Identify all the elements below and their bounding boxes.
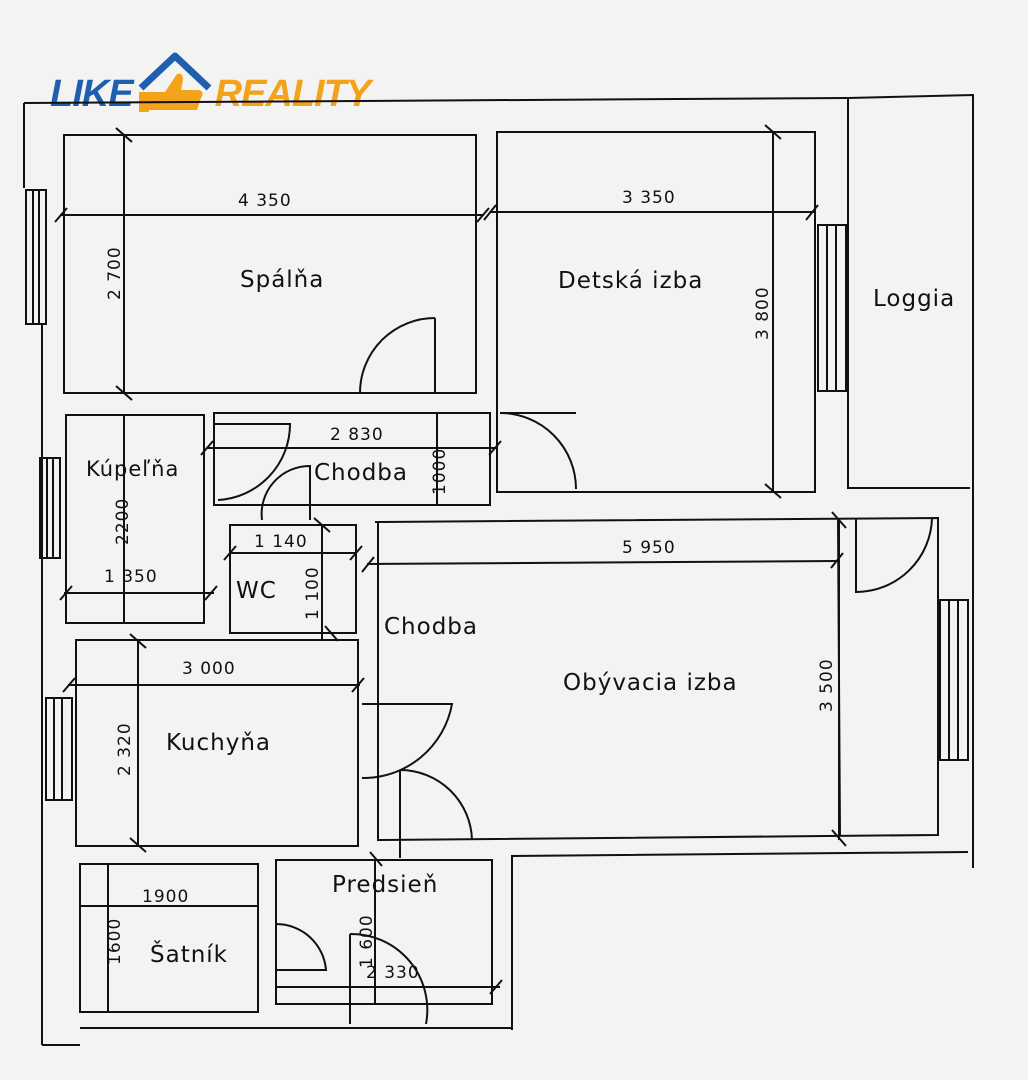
dim-kuchyna-height: 2 320 (115, 722, 135, 776)
room-chodba-top (213, 412, 491, 506)
label-spalna: Spálňa (240, 267, 324, 293)
label-kupelna: Kúpeľňa (86, 457, 179, 481)
dim-chodba-height: 1000 (430, 448, 450, 495)
dim-spalna-width: 4 350 (238, 191, 292, 211)
label-kuchyna: Kuchyňa (166, 730, 271, 756)
label-wc: WC (236, 578, 277, 604)
dim-predsien-width: 2 330 (366, 963, 420, 983)
label-obyvacia-izba: Obývacia izba (563, 670, 738, 696)
logo-text-like: LIKE (50, 73, 134, 115)
room-wc (229, 524, 357, 634)
label-detska-izba: Detská izba (558, 268, 703, 294)
dim-satnik-height: 1600 (105, 918, 125, 965)
dim-obyvacia-width: 5 950 (622, 538, 676, 558)
label-chodba-left: Chodba (384, 614, 478, 640)
room-detska (496, 131, 816, 493)
room-spalna (63, 134, 477, 394)
dim-predsien-height: 1 600 (357, 914, 377, 968)
dim-chodba-width: 2 830 (330, 425, 384, 445)
dim-spalna-height: 2 700 (105, 246, 125, 300)
outer-wall-loggia (847, 93, 974, 868)
room-kupelna (65, 414, 205, 624)
outer-wall-top (23, 97, 849, 104)
dim-obyvacia-height: 3 500 (817, 658, 837, 712)
logo-text-reality: REALITY (214, 73, 372, 115)
dimension-lines (54, 124, 847, 1012)
dim-detska-height: 3 800 (753, 286, 773, 340)
doors (214, 317, 933, 1025)
windows (25, 189, 969, 801)
outer-wall-bottom-right (511, 851, 969, 1030)
label-satnik: Šatník (150, 940, 228, 968)
label-chodba-top: Chodba (314, 460, 408, 486)
dim-kuchyna-width: 3 000 (182, 659, 236, 679)
room-kuchyna (75, 639, 359, 847)
dim-wc-height: 1 100 (303, 566, 323, 620)
room-satnik (79, 863, 259, 1013)
dim-kupelna-height: 2200 (113, 498, 133, 545)
dim-wc-width: 1 140 (254, 532, 308, 552)
dim-satnik-width: 1900 (142, 887, 189, 907)
dim-detska-width: 3 350 (622, 188, 676, 208)
dim-kupelna-width: 1 350 (104, 567, 158, 587)
room-predsien (275, 859, 493, 1005)
room-obyvacia (374, 516, 939, 842)
room-loggia (847, 98, 970, 489)
label-predsien: Predsieň (332, 872, 438, 898)
label-loggia: Loggia (873, 286, 955, 312)
